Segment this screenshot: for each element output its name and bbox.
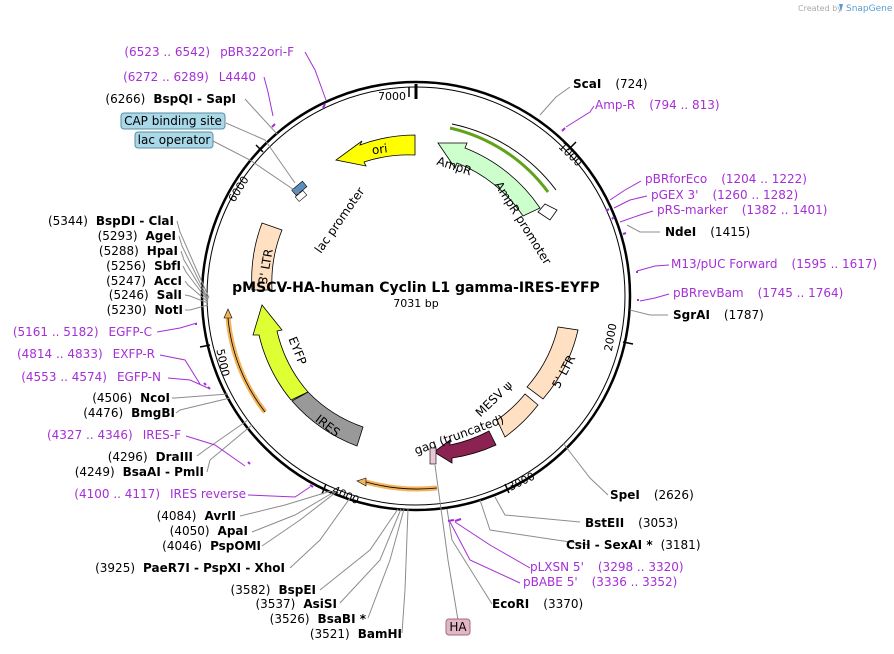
enzyme-ecori: EcoRI(3370): [492, 597, 583, 611]
feature-5ltr-block: [526, 326, 579, 400]
enzyme-bsaai-pmli: (4249)BsaAI - PmlI: [75, 465, 204, 479]
tick-label-2000: 2000: [602, 322, 620, 352]
feature-gag-arrow: [433, 430, 497, 464]
primer-pgex3: pGEX 3'(1260 .. 1282): [651, 188, 798, 202]
enzyme-sali: (5246)SalI: [109, 288, 182, 302]
enzyme-csii-sexai: CsiI - SexAI *(3181): [566, 538, 701, 552]
enzyme-bsteii: BstEII(3053): [585, 516, 678, 530]
tick-label-5000: 5000: [213, 348, 232, 378]
cap-binding-site-label: CAP binding site: [124, 114, 222, 128]
snapgene-logo-icon: [839, 4, 843, 12]
tick-label-1000: 1000: [556, 140, 585, 169]
feature-ampr-promoter-arrow: [537, 203, 558, 221]
primer-amp-r: Amp-R(794 .. 813): [595, 98, 720, 112]
enzyme-pspomi: (4046)PspOMI: [162, 539, 261, 553]
feature-orange-arrow-left-head: [223, 308, 233, 319]
feature-3ltr-label: 3' LTR: [256, 248, 276, 285]
feature-ampr-arrow: [437, 142, 541, 217]
enzyme-bspdi-clai: (5344)BspDI - ClaI: [48, 214, 174, 228]
feature-ha-tag-box: [429, 447, 437, 465]
primer-l4440: (6272 .. 6289)L4440: [123, 70, 256, 84]
enzyme-spei: SpeI(2626): [610, 488, 694, 502]
tick-label-7000: 7000: [378, 90, 406, 103]
feature-ampr-highlight: [449, 126, 550, 193]
enzyme-draiii: (4296)DraIII: [108, 450, 193, 464]
enzyme-hpai: (5288)HpaI: [99, 244, 178, 258]
primer-pbabe5: pBABE 5'(3336 .. 3352): [523, 575, 677, 589]
feature-orange-arrow-left-outline: [227, 317, 266, 413]
enzyme-bmgbi: (4476)BmgBI: [83, 406, 175, 420]
enzyme-noti: (5230)NotI: [107, 303, 183, 317]
primer-connector-lines: [156, 51, 670, 584]
enzyme-apai: (4050)ApaI: [170, 524, 248, 538]
feature-ires-block: [291, 391, 364, 447]
snapgene-brand: SnapGene: [846, 4, 893, 14]
feature-ori-arrow: [335, 134, 416, 167]
feature-mesv-block: [496, 393, 539, 438]
primer-ires-reverse: (4100 .. 4117)IRES reverse: [74, 487, 246, 501]
primer-ires-f: (4327 .. 4346)IRES-F: [47, 428, 181, 442]
enzyme-avrii: (4084)AvrII: [157, 509, 236, 523]
backbone-outer: [200, 80, 632, 512]
enzyme-bsabi: (3526)BsaBI *: [270, 612, 367, 626]
primer-pbr322ori-f: (6523 .. 6542)pBR322ori-F: [124, 45, 294, 59]
primer-pbrrevbam: pBRrevBam(1745 .. 1764): [673, 286, 843, 300]
lac-operator-label: lac operator: [138, 133, 211, 147]
enzyme-ndei: NdeI(1415): [665, 225, 750, 239]
feature-eyfp-label: EYFP: [285, 335, 309, 367]
feature-connector-lines: [212, 122, 459, 621]
enzyme-paer7i-pspxi-xhoi: (3925)PaeR7I - PspXI - XhoI: [95, 561, 285, 575]
tick-6000: [255, 144, 264, 153]
feature-eyfp-arrow: [252, 304, 309, 401]
enzyme-sbfi: (5256)SbfI: [106, 259, 181, 273]
tick-1000: [567, 141, 577, 151]
primer-egfp-c: (5161 .. 5182)EGFP-C: [13, 325, 152, 339]
enzyme-connector-lines: [172, 86, 668, 634]
enzyme-asisi: (3537)AsiSI: [255, 597, 337, 611]
plasmid-length: 7031 bp: [393, 297, 438, 310]
enzyme-sgrai: SgrAI(1787): [673, 308, 764, 322]
tick-4000: [321, 483, 327, 495]
primer-m13-puc-forward: M13/pUC Forward(1595 .. 1617): [671, 257, 877, 271]
ha-box: [445, 618, 471, 636]
enzyme-ncoi: (4506)NcoI: [92, 391, 170, 405]
tick-marks: [199, 87, 634, 495]
tick-2000: [622, 341, 634, 345]
enzyme-bspei: (3582)BspEI: [231, 583, 316, 597]
primer-egfp-n: (4553 .. 4574)EGFP-N: [21, 370, 161, 384]
feature-orange-arrow-bottom-outline: [365, 481, 438, 490]
primer-exfp-r: (4814 .. 4833)EXFP-R: [17, 347, 155, 361]
enzyme-bspqi-sapi: (6266)BspQI - SapI: [105, 92, 236, 106]
tick-3000: [504, 483, 510, 494]
enzyme-acci: (5247)AccI: [106, 274, 182, 288]
tick-label-3000: 3000: [506, 470, 537, 494]
enzyme-agei: (5293)AgeI: [98, 229, 176, 243]
primer-prs-marker: pRS-marker(1382 .. 1401): [657, 203, 827, 217]
feature-lac-promoter-label: lac promoter: [312, 185, 368, 256]
primer-marks: [195, 103, 639, 522]
cap-binding-site-box: [120, 112, 226, 130]
tick-5000: [199, 344, 211, 348]
primer-pbrforeco: pBRforEco(1204 .. 1222): [645, 172, 807, 186]
enzyme-bamhi: (3521)BamHI: [310, 627, 402, 641]
feature-orange-arrow-bottom-head: [356, 477, 367, 487]
enzyme-scai: ScaI(724): [573, 77, 648, 91]
lac-operator-box: [134, 131, 214, 149]
feature-orange-arrow-bottom: [365, 479, 438, 492]
primer-plxsn5: pLXSN 5'(3298 .. 3320): [530, 560, 684, 574]
feature-ampr-highlight-inner: [451, 123, 557, 191]
plasmid-title: pMSCV-HA-human Cyclin L1 gamma-IRES-EYFP: [232, 280, 600, 296]
created-by-label: Created by: [798, 4, 842, 13]
feature-lac-operator-box: [291, 180, 308, 196]
feature-3ltr-block: [251, 222, 283, 291]
ha-label: HA: [449, 620, 467, 634]
feature-ori-label: ori: [371, 141, 388, 157]
